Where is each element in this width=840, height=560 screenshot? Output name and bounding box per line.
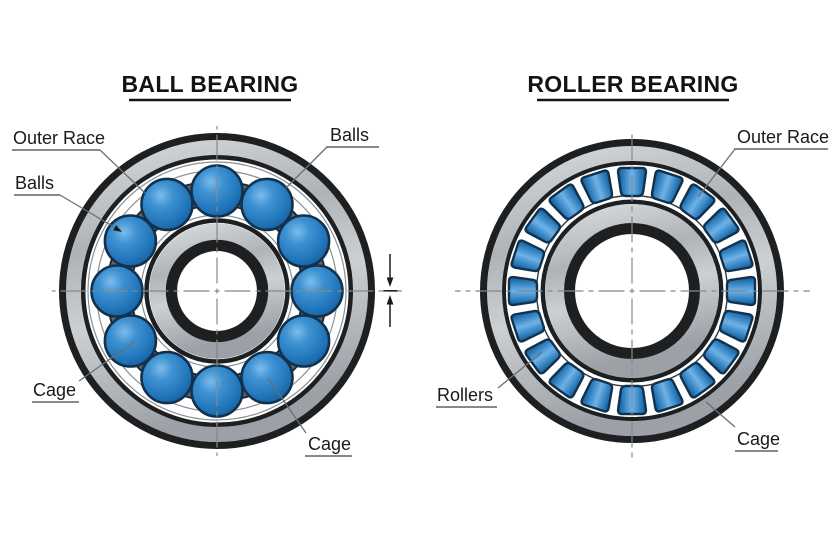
roller [524, 207, 562, 244]
ball-bearing-callouts: Outer Race Balls Balls Cage Cage [12, 125, 379, 457]
leader-cage-left [78, 341, 135, 382]
roller [679, 361, 716, 399]
ball [240, 350, 294, 405]
roller-bearing-callouts: Outer Race Rollers Cage [436, 127, 829, 452]
roller [524, 338, 562, 375]
leader-outer-race-left [99, 149, 146, 194]
leader-balls-right [285, 146, 328, 189]
dimension-arrow-down [386, 277, 394, 287]
leader-outer-race-right [697, 148, 736, 198]
roller [650, 169, 684, 205]
leader-cage-right [267, 377, 307, 434]
label-balls-left: Balls [15, 173, 54, 193]
roller [548, 361, 585, 399]
balls-group [90, 164, 344, 418]
label-outer-race-left: Outer Race [13, 128, 105, 148]
roller [650, 377, 684, 413]
roller [510, 239, 546, 273]
roller [702, 338, 740, 375]
ball [140, 350, 194, 405]
label-cage-roller: Cage [737, 429, 780, 449]
roller [580, 377, 614, 413]
label-rollers: Rollers [437, 385, 493, 405]
roller [718, 309, 754, 343]
roller [679, 183, 716, 221]
raceway-groove-outer [87, 161, 347, 421]
roller-bearing [455, 133, 810, 461]
title-ball-bearing: BALL BEARING [122, 71, 299, 97]
label-balls-right: Balls [330, 125, 369, 145]
ball-bearing [52, 126, 402, 456]
ball [140, 177, 194, 232]
roller [580, 169, 614, 205]
label-cage-left: Cage [33, 380, 76, 400]
roller [718, 239, 754, 273]
ball [276, 314, 331, 368]
clearance-dimension [383, 254, 398, 327]
roller [510, 309, 546, 343]
ball [240, 177, 294, 232]
leader-rollers [497, 351, 543, 389]
bore-ring [165, 239, 269, 343]
label-cage-right: Cage [308, 434, 351, 454]
roller [548, 183, 585, 221]
title-roller-bearing: ROLLER BEARING [527, 71, 738, 97]
leader-balls-left [59, 194, 120, 231]
ball [103, 214, 158, 268]
leader-cage-roller [705, 401, 736, 428]
ball [276, 214, 331, 268]
rollers-group [507, 166, 757, 416]
roller [702, 207, 740, 244]
leader-arrowhead [113, 225, 122, 232]
label-outer-race-right: Outer Race [737, 127, 829, 147]
dimension-arrow-up [386, 295, 394, 305]
